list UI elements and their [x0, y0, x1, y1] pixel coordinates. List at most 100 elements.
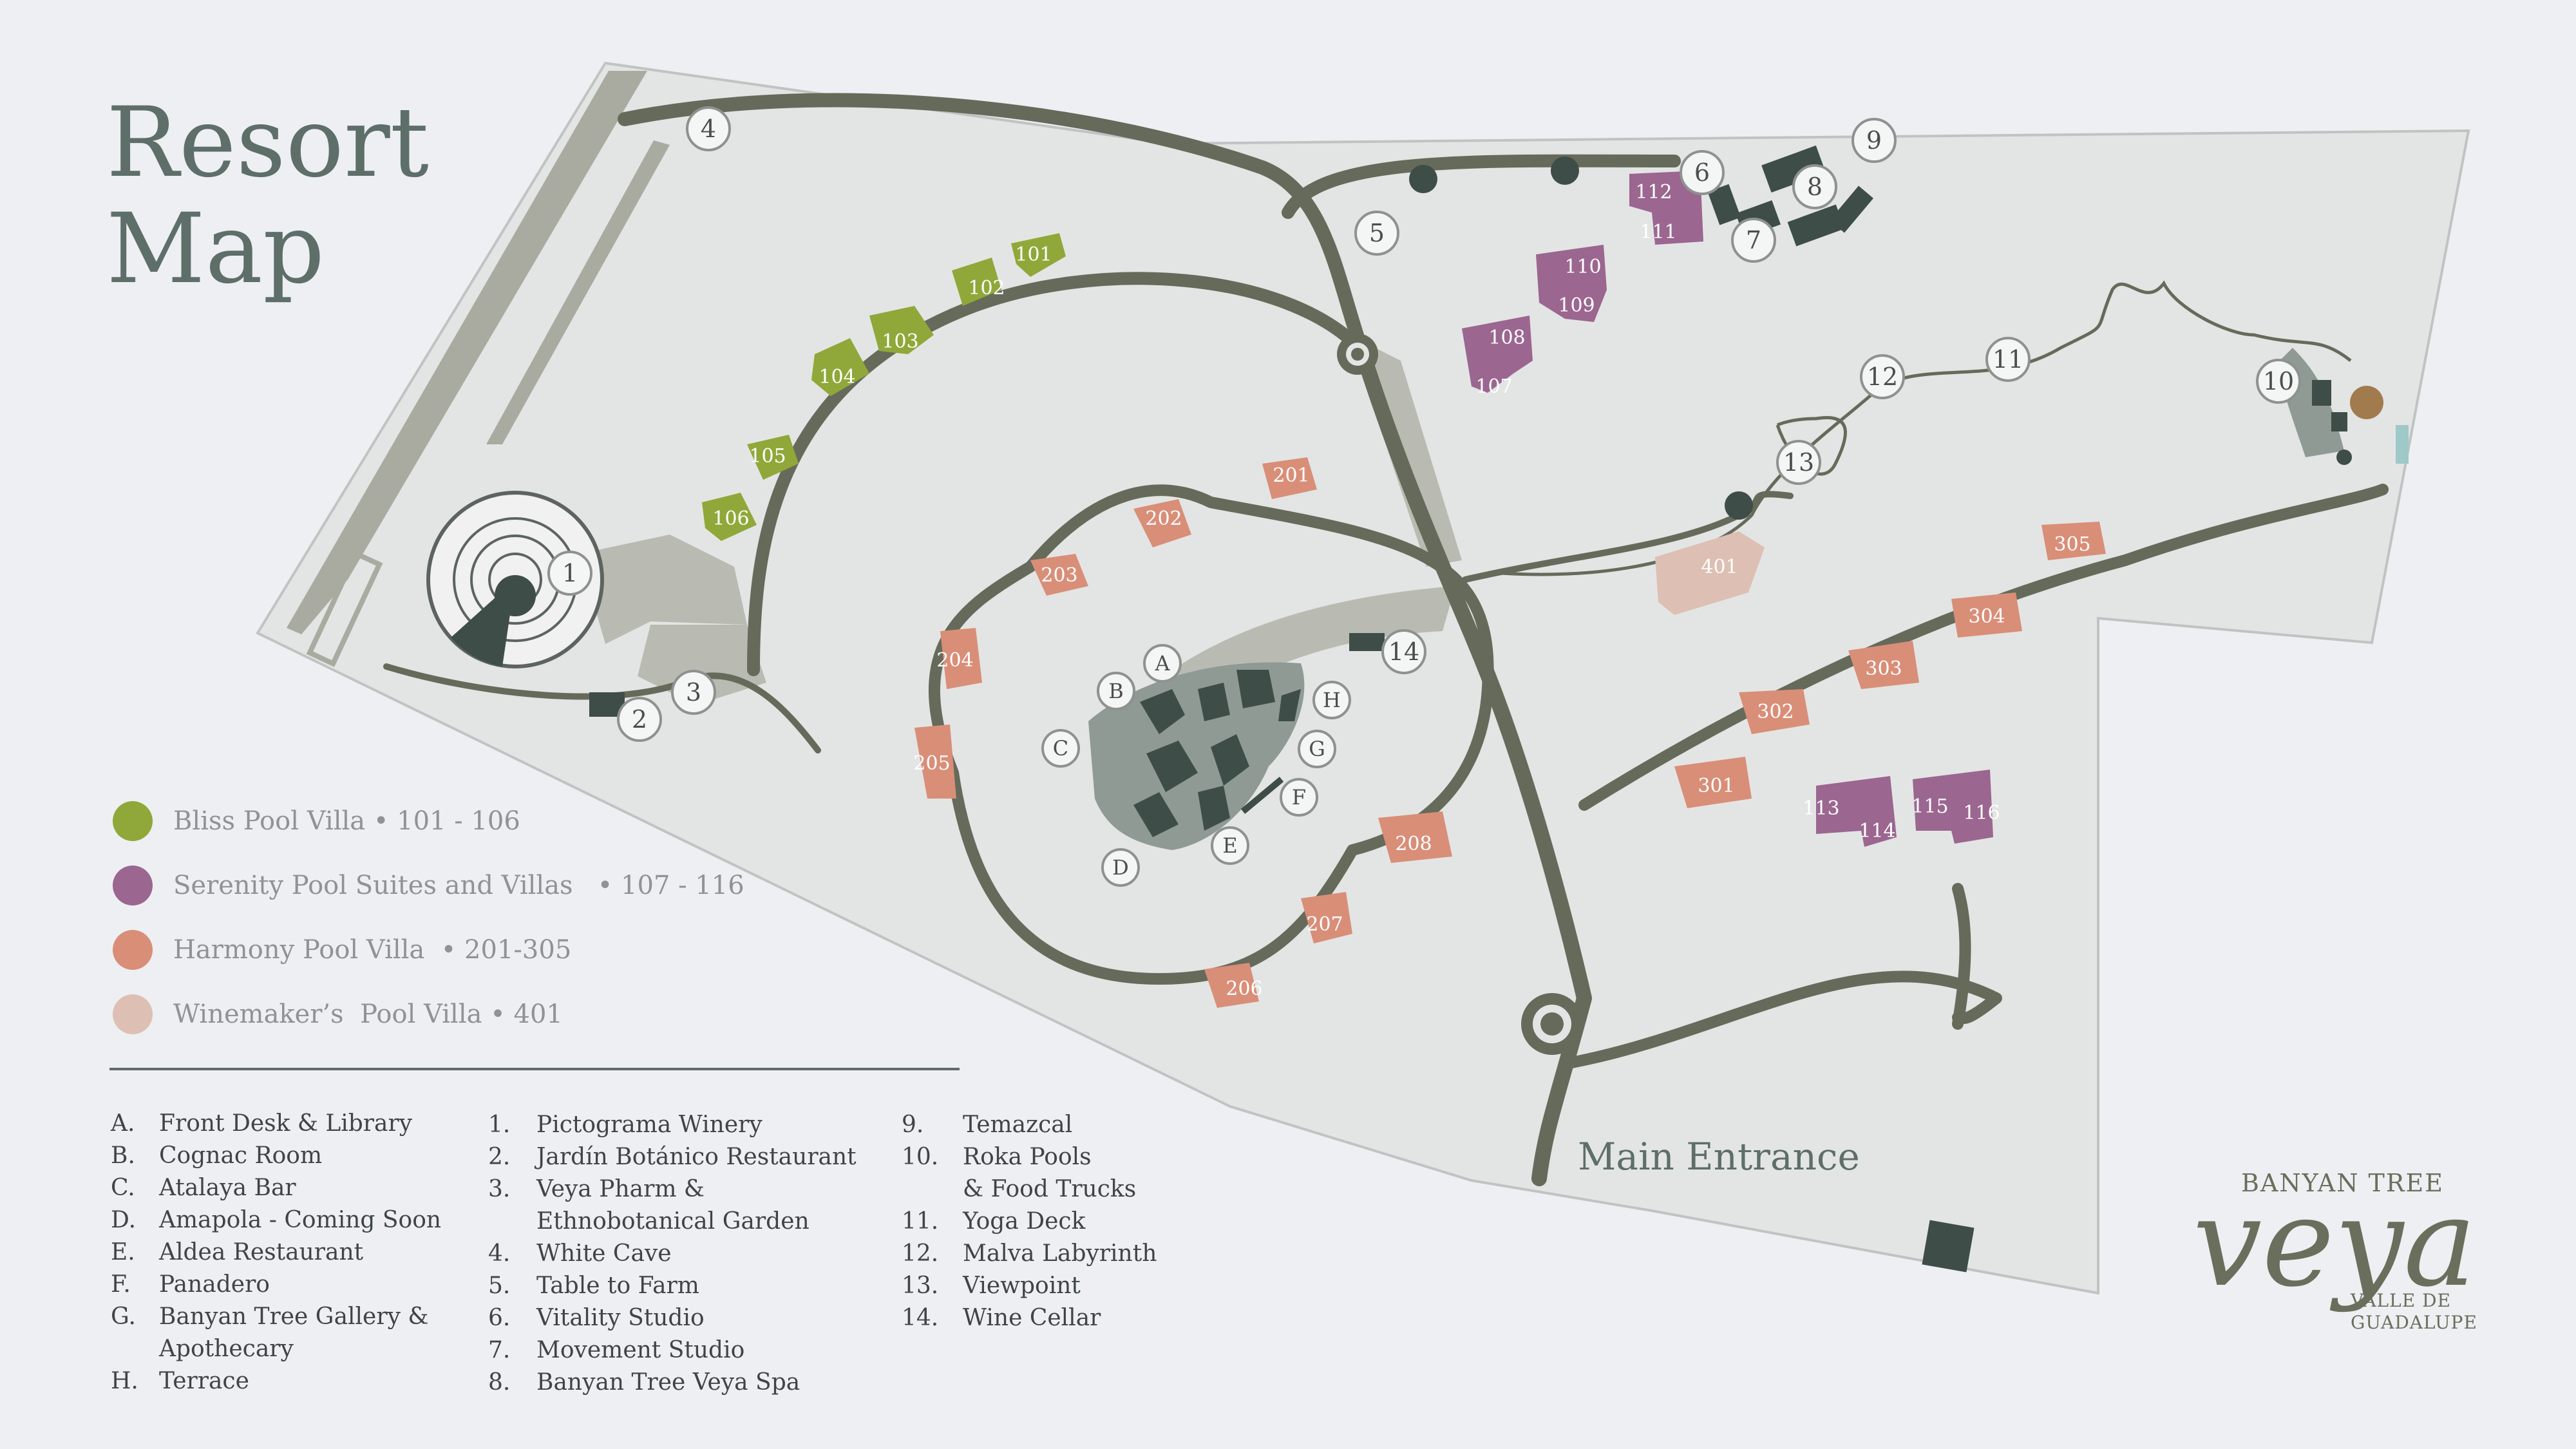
marker-C[interactable]: C	[1041, 729, 1080, 768]
villa-105	[747, 435, 799, 480]
villa-label-116: 116	[1963, 802, 2000, 824]
villa-label-112: 112	[1635, 181, 1672, 204]
svg-text:13: 13	[1783, 448, 1814, 477]
villa-207	[1301, 892, 1352, 943]
svg-text:1: 1	[562, 559, 578, 587]
marker-F[interactable]: F	[1280, 778, 1318, 817]
villa-303	[1848, 641, 1919, 689]
brand-sub-line1: VALLE DE	[2351, 1290, 2451, 1311]
svg-text:G: G	[1309, 737, 1325, 761]
marker-8[interactable]: 8	[1792, 164, 1837, 209]
entrance-spur	[1952, 883, 1971, 1030]
svg-text:8: 8	[1807, 173, 1823, 201]
villa-201	[1262, 457, 1317, 499]
villa-label-305: 305	[2054, 533, 2090, 556]
villa-label-104: 104	[819, 366, 855, 388]
villa-label-103: 103	[882, 330, 918, 353]
key-row-E: E.Aldea Restaurant	[111, 1239, 364, 1265]
villa-103	[869, 306, 934, 354]
villa-label-113: 113	[1803, 797, 1839, 820]
villa-102	[952, 258, 1001, 306]
villa-label-303: 303	[1865, 658, 1902, 680]
villa-label-110: 110	[1564, 256, 1601, 278]
gravel-strip-inner	[486, 140, 670, 444]
svg-text:D: D	[1112, 855, 1129, 880]
key-row-14: 14.Wine Cellar	[902, 1305, 1101, 1331]
marker-12[interactable]: 12	[1860, 354, 1905, 399]
brand-sub-line2: GUADALUPE	[2351, 1312, 2477, 1333]
key-row-3: 3.Veya Pharm &	[488, 1176, 705, 1202]
map-title-line1: Resort	[106, 87, 429, 199]
marker-5[interactable]: 5	[1354, 211, 1399, 256]
winemaker-dot-icon	[113, 994, 153, 1034]
parking-area	[306, 550, 383, 667]
villa-401	[1655, 531, 1765, 615]
marker-7[interactable]: 7	[1731, 218, 1776, 263]
villa-113-114	[1816, 776, 1897, 847]
legend-serenity: Serenity Pool Suites and Villas • 107 - …	[113, 853, 744, 918]
marker-10[interactable]: 10	[2256, 359, 2301, 404]
brand-top: BANYAN TREE	[2241, 1169, 2444, 1197]
key-row-6: 6.Vitality Studio	[488, 1305, 705, 1331]
villa-label-204: 204	[936, 649, 973, 672]
svg-text:7: 7	[1746, 226, 1761, 254]
legend-winemaker: Winemaker’s Pool Villa • 401	[113, 982, 744, 1046]
legend-divider	[109, 1068, 960, 1070]
villa-label-114: 114	[1859, 820, 1895, 842]
marker-6[interactable]: 6	[1680, 150, 1725, 195]
svg-text:10: 10	[2263, 367, 2294, 395]
villa-208	[1378, 811, 1452, 863]
villa-label-302: 302	[1757, 701, 1794, 723]
wine-cellar-building	[1349, 633, 1385, 651]
marker-G[interactable]: G	[1298, 730, 1336, 768]
villa-115-116	[1913, 770, 1993, 844]
villa-label-208: 208	[1395, 833, 1432, 855]
villa-label-401: 401	[1701, 556, 1738, 578]
villa-101	[1011, 233, 1066, 277]
villa-107-108	[1462, 316, 1533, 393]
brand-main: veya	[2193, 1171, 2477, 1314]
central-axis-road	[1354, 343, 1592, 1186]
main-entrance-label: Main Entrance	[1578, 1135, 1860, 1179]
key-row-G-cont: Apothecary	[159, 1336, 294, 1362]
marker-E[interactable]: E	[1211, 826, 1249, 865]
marker-3[interactable]: 3	[671, 670, 716, 715]
villa-label-304: 304	[1968, 605, 2005, 628]
marker-13[interactable]: 13	[1776, 440, 1821, 485]
northeast-road	[1282, 154, 1681, 219]
villa-206	[1204, 963, 1259, 1008]
marker-B[interactable]: B	[1097, 672, 1135, 710]
key-row-8: 8.Banyan Tree Veya Spa	[488, 1369, 800, 1396]
key-row-2: 2.Jardín Botánico Restaurant	[488, 1144, 857, 1170]
marker-H[interactable]: H	[1312, 681, 1351, 719]
key-column-numbered-2: 9.Temazcal 10.Roka Pools & Food Trucks 1…	[902, 1109, 1157, 1334]
marker-9[interactable]: 9	[1852, 118, 1897, 163]
key-row-G: G.Banyan Tree Gallery &	[111, 1303, 429, 1330]
serenity-villas	[1462, 171, 1993, 847]
map-title: Resort Map	[106, 90, 429, 303]
serenity-dot-icon	[113, 866, 153, 905]
villa-label-207: 207	[1306, 913, 1343, 936]
key-row-D: D.Amapola - Coming Soon	[111, 1207, 442, 1233]
marker-A[interactable]: A	[1143, 644, 1182, 683]
central-hub	[1088, 662, 1305, 850]
marker-11[interactable]: 11	[1985, 337, 2031, 382]
marker-2[interactable]: 2	[617, 697, 662, 742]
villa-109-110	[1536, 245, 1607, 322]
key-row-10: 10.Roka Pools	[902, 1144, 1092, 1170]
villa-label-301: 301	[1698, 775, 1734, 797]
north-road	[618, 93, 1369, 358]
key-row-11: 11.Yoga Deck	[902, 1208, 1086, 1235]
villa-label-115: 115	[1911, 795, 1948, 818]
marker-1[interactable]: 1	[547, 551, 592, 596]
villa-104	[811, 338, 869, 396]
marker-D[interactable]: D	[1101, 848, 1140, 887]
marker-14[interactable]: 14	[1381, 629, 1426, 674]
south-east-road	[1566, 971, 2002, 1068]
key-row-1: 1.Pictograma Winery	[488, 1112, 762, 1138]
svg-text:A: A	[1154, 651, 1170, 676]
villa-106	[702, 493, 757, 541]
svg-text:14: 14	[1388, 638, 1419, 666]
marker-4[interactable]: 4	[686, 106, 731, 151]
